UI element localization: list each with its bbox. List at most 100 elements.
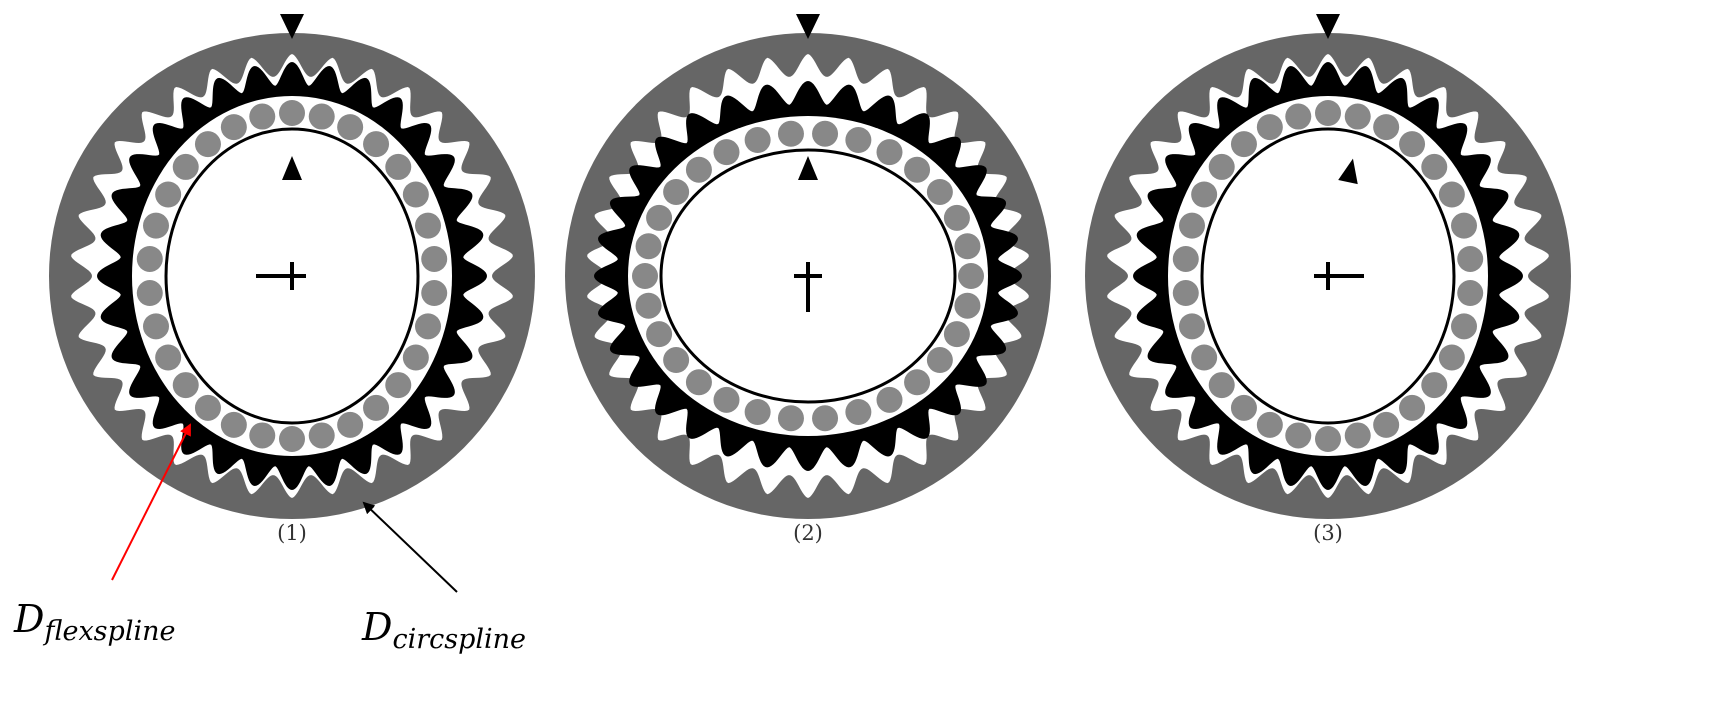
gear-drawing: [49, 14, 535, 519]
bearing-ball: [876, 386, 903, 413]
bearing-ball: [1421, 153, 1448, 180]
bearing-ball: [1315, 100, 1341, 126]
panel-2: (2): [565, 14, 1051, 545]
bearing-ball: [635, 292, 662, 319]
bearing-ball: [1399, 131, 1426, 158]
bearing-ball: [1373, 411, 1400, 438]
panel-1: (1): [49, 14, 535, 545]
bearing-ball: [1208, 372, 1235, 399]
fixed-reference-marker: [796, 14, 820, 39]
bearing-ball: [958, 263, 984, 289]
bearing-ball: [777, 120, 804, 147]
bearing-ball: [1179, 212, 1205, 239]
bearing-ball: [663, 347, 690, 374]
bearing-ball: [402, 344, 429, 371]
bearing-ball: [632, 263, 658, 289]
bearing-ball: [402, 181, 429, 208]
bearing-ball: [421, 245, 448, 272]
flexspline-position-marker: [798, 156, 818, 180]
bearing-ball: [954, 292, 981, 319]
wave-generator-cross: [794, 262, 822, 312]
bearing-ball: [1344, 422, 1371, 449]
bearing-ball: [1256, 411, 1283, 438]
bearing-ball: [194, 394, 221, 421]
bearing-ball: [155, 344, 182, 371]
bearing-ball: [308, 422, 335, 449]
bearing-ball: [1172, 245, 1199, 272]
bearing-ball: [172, 372, 199, 399]
bearing-ball: [713, 139, 740, 166]
bearing-ball: [1208, 153, 1235, 180]
bearing-ball: [777, 405, 804, 432]
panel-caption: (2): [793, 521, 823, 545]
bearing-ball: [635, 233, 662, 260]
flexspline-pointer-arrow: [111, 423, 191, 581]
bearing-ball: [363, 131, 390, 158]
bearing-ball: [744, 399, 771, 425]
bearing-ball: [1457, 280, 1484, 307]
bearing-ball: [155, 181, 182, 208]
circspline-diameter-label: Dcircspline: [361, 605, 526, 655]
bearing-ball: [1179, 313, 1205, 340]
fixed-reference-marker: [280, 14, 304, 39]
bearing-ball: [845, 399, 872, 425]
bearing-ball: [1230, 394, 1257, 421]
bearing-ball: [663, 178, 690, 205]
bearing-ball: [415, 212, 441, 239]
panel-caption: (1): [277, 521, 307, 545]
bearing-ball: [194, 131, 221, 158]
bearing-ball: [1315, 426, 1341, 452]
bearing-ball: [1457, 245, 1484, 272]
bearing-ball: [943, 321, 970, 348]
bearing-ball: [1191, 181, 1218, 208]
bearing-ball: [943, 204, 970, 231]
fixed-reference-marker: [1316, 14, 1340, 39]
bearing-ball: [249, 422, 276, 449]
flexspline-position-marker: [282, 156, 302, 180]
bearing-ball: [136, 245, 163, 272]
bearing-ball: [415, 313, 441, 340]
bearing-ball: [812, 405, 839, 432]
bearing-ball: [876, 139, 903, 166]
bearing-ball: [1438, 344, 1465, 371]
bearing-ball: [904, 369, 931, 396]
flexspline-label-subscript: flexspline: [42, 616, 175, 647]
bearing-ball: [646, 204, 673, 231]
flexspline-position-marker: [1338, 158, 1358, 185]
bearing-ball: [1191, 344, 1218, 371]
flexspline-label-base: D: [13, 597, 44, 641]
bearing-ball: [1285, 103, 1312, 130]
bearing-ball: [926, 347, 953, 374]
bearing-ball: [385, 372, 412, 399]
bearing-ball: [845, 127, 872, 153]
bearing-ball: [926, 178, 953, 205]
bearing-ball: [1421, 372, 1448, 399]
bearing-ball: [685, 369, 712, 396]
bearing-ball: [136, 280, 163, 307]
panel-caption: (3): [1313, 521, 1343, 545]
bearing-ball: [143, 212, 169, 239]
bearing-ball: [143, 313, 169, 340]
bearing-ball: [1230, 131, 1257, 158]
bearing-ball: [363, 394, 390, 421]
bearing-ball: [1344, 103, 1371, 130]
circspline-label-base: D: [361, 605, 392, 649]
bearing-ball: [308, 103, 335, 130]
bearing-ball: [337, 114, 364, 141]
wave-generator-cross: [256, 262, 306, 290]
bearing-ball: [904, 156, 931, 183]
wave-generator-cross: [1314, 262, 1364, 290]
bearing-ball: [337, 411, 364, 438]
bearing-ball: [812, 120, 839, 147]
bearing-ball: [421, 280, 448, 307]
bearing-ball: [1399, 394, 1426, 421]
bearing-ball: [685, 156, 712, 183]
bearing-ball: [1373, 114, 1400, 141]
panel-3: (3): [1085, 14, 1571, 545]
bearing-ball: [385, 153, 412, 180]
bearing-ball: [954, 233, 981, 260]
bearing-ball: [1451, 212, 1477, 239]
gear-drawing: [1085, 14, 1571, 519]
bearing-ball: [1451, 313, 1477, 340]
